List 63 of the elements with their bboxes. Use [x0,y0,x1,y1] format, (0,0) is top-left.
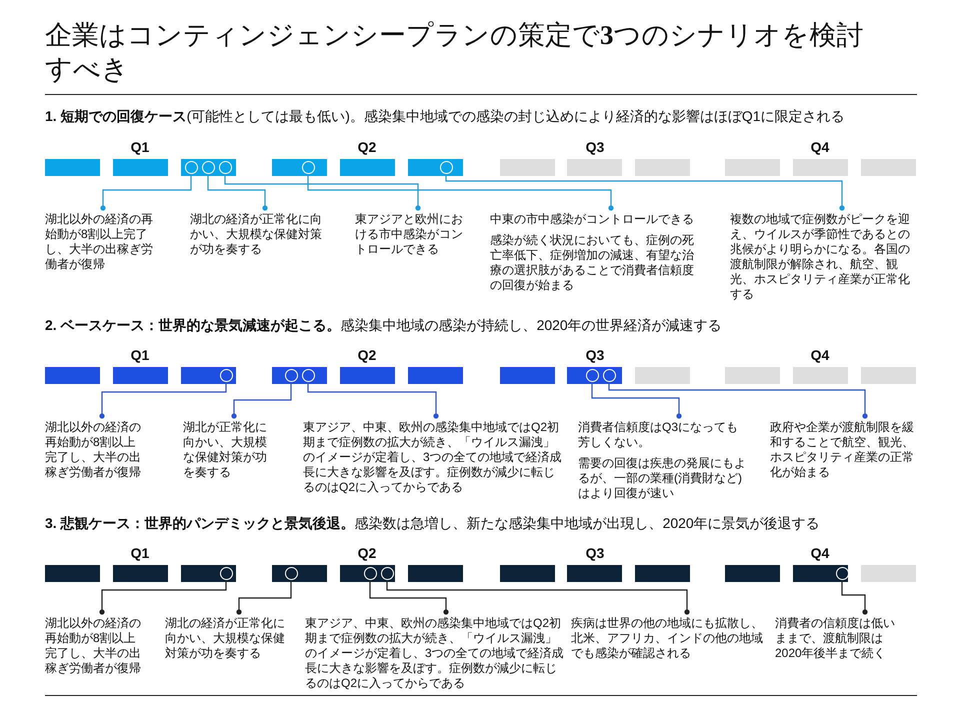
quarter-label: Q4 [810,347,830,363]
circle-marker [302,369,314,382]
section-heading: 1. 短期での回復ケース(可能性としては最も低い)。感染集中地域での感染の封じ込めにより経済的な影響はほぼQ1に限定される [45,108,845,126]
leader-line [231,382,292,419]
quarter-label: Q2 [356,139,378,155]
note-text: 湖北以外の経済の再始動が8割以上完了し、大半の出稼ぎ労働者が復帰 [45,616,142,676]
leader-line [307,382,439,419]
note-text: 湖北以外の経済の再始動が8割以上完了し、大半の出稼ぎ労働者が復帰 [45,420,142,480]
quarter-label: Q3 [584,139,606,155]
note-text: 複数の地域で症例数がピークを迎え、ウイルスが季節性であるとの兆候がより明らかになる。各国の渡航制限が解除され、航空、観光、ホスピタリティ産業が正常化する [730,212,910,302]
quarter-label: Q3 [584,347,606,363]
quarter-label: Q1 [130,139,150,155]
note-text: 湖北が正常化に向かい、大規模な保健対策が功を奏する [183,420,268,480]
section-heading: 2. ベースケース：世界的な景気減速が起こる。感染集中地域の感染が持続し、2020年の世界経済が減速する [45,317,722,335]
circle-marker [284,369,298,382]
leader-line [207,174,268,211]
circle-marker [218,161,232,174]
circle-marker [440,161,452,174]
circle-marker [380,567,394,580]
circle-marker [220,567,232,580]
leader-line [99,580,227,615]
circle-marker [364,567,376,580]
note-text: 湖北の経済が正常化に向かい、大規模な保健対策が功を奏する [190,212,323,257]
circle-marker [302,161,314,174]
quarter-label: Q1 [130,545,150,561]
note-text: 湖北の経済が正常化に向かい、大規模な保健対策が功を奏する [165,616,286,661]
leader-line [841,580,868,615]
quarter-label: Q2 [356,347,378,363]
leader-line [307,174,614,211]
note-text: 湖北以外の経済の再始動が8割以上完了し、大半の出稼ぎ労働者が復帰 [45,212,154,272]
circle-marker [284,567,298,580]
note-text: 東アジア、中東、欧州の感染集中地域ではQ2初期まで症例数の拡大が続き、「ウイルス漏洩」のイメージが定着し、3つの全ての地域で経済成長に大きな影響を及ぼす。症例数が減少に転じるのはQ2に入ってからである [305,616,565,691]
note-text: 疾病は世界の他の地域にも拡散し、北米、アフリカ、インドの他の地域でも感染が確認される [571,616,764,661]
leader-line [386,580,690,615]
leader-line [608,382,868,419]
note-text: 東アジア、中東、欧州の感染集中地域ではQ2初期まで症例数の拡大が続き、「ウイルス漏洩」のイメージが定着し、3つの全ての地域で経済成長に大きな影響を及ぼす。症例数が減少に転じるのはQ2に入ってからである [303,420,563,495]
leader-line [591,382,682,419]
leader-line [445,174,845,211]
note-text: 消費者信頼度はQ3になっても芳しくない。 [578,420,740,450]
circle-marker [602,369,616,382]
note-text: 需要の回復は疾患の発展にもよるが、一部の業種(消費財など)はより回復が速い [578,456,746,501]
leader-line [369,580,449,615]
circle-marker [202,161,214,174]
circle-marker [586,369,598,382]
note-text: 中東の市中感染がコントロールできる [490,212,695,227]
leader-line [99,382,227,419]
quarter-label: Q1 [130,347,150,363]
page-title: 企業はコンティンジェンシープランの策定で3つのシナリオを検討すべき [45,19,864,86]
circle-marker [836,567,848,580]
circle-marker [220,369,232,382]
section-heading: 3. 悲観ケース：世界的パンデミックと景気後退。感染数は急増し、新たな感染集中地域が出現し、2020年に景気が後退する [45,515,820,533]
circle-marker [184,161,198,174]
note-text: 政府や企業が渡航制限を緩和することで航空、観光、ホスピタリティ産業の正常化が始まる [770,420,915,480]
quarter-label: Q4 [810,139,830,155]
note-text: 感染が続く状況においても、症例の死亡率低下、症例増加の減速、有望な治療の選択肢があることで消費者信頼度の回復が始まる [490,233,695,293]
quarter-label: Q4 [810,545,830,561]
leader-line [100,174,192,211]
leader-line [236,580,292,615]
quarter-label: Q3 [584,545,606,561]
note-text: 消費者の信頼度は低いままで、渡航制限は2020年後半まで続く [775,616,896,661]
quarter-label: Q2 [356,545,378,561]
note-text: 東アジアと欧州における市中感染がコントロールできる [355,212,464,257]
leader-line [224,174,421,211]
